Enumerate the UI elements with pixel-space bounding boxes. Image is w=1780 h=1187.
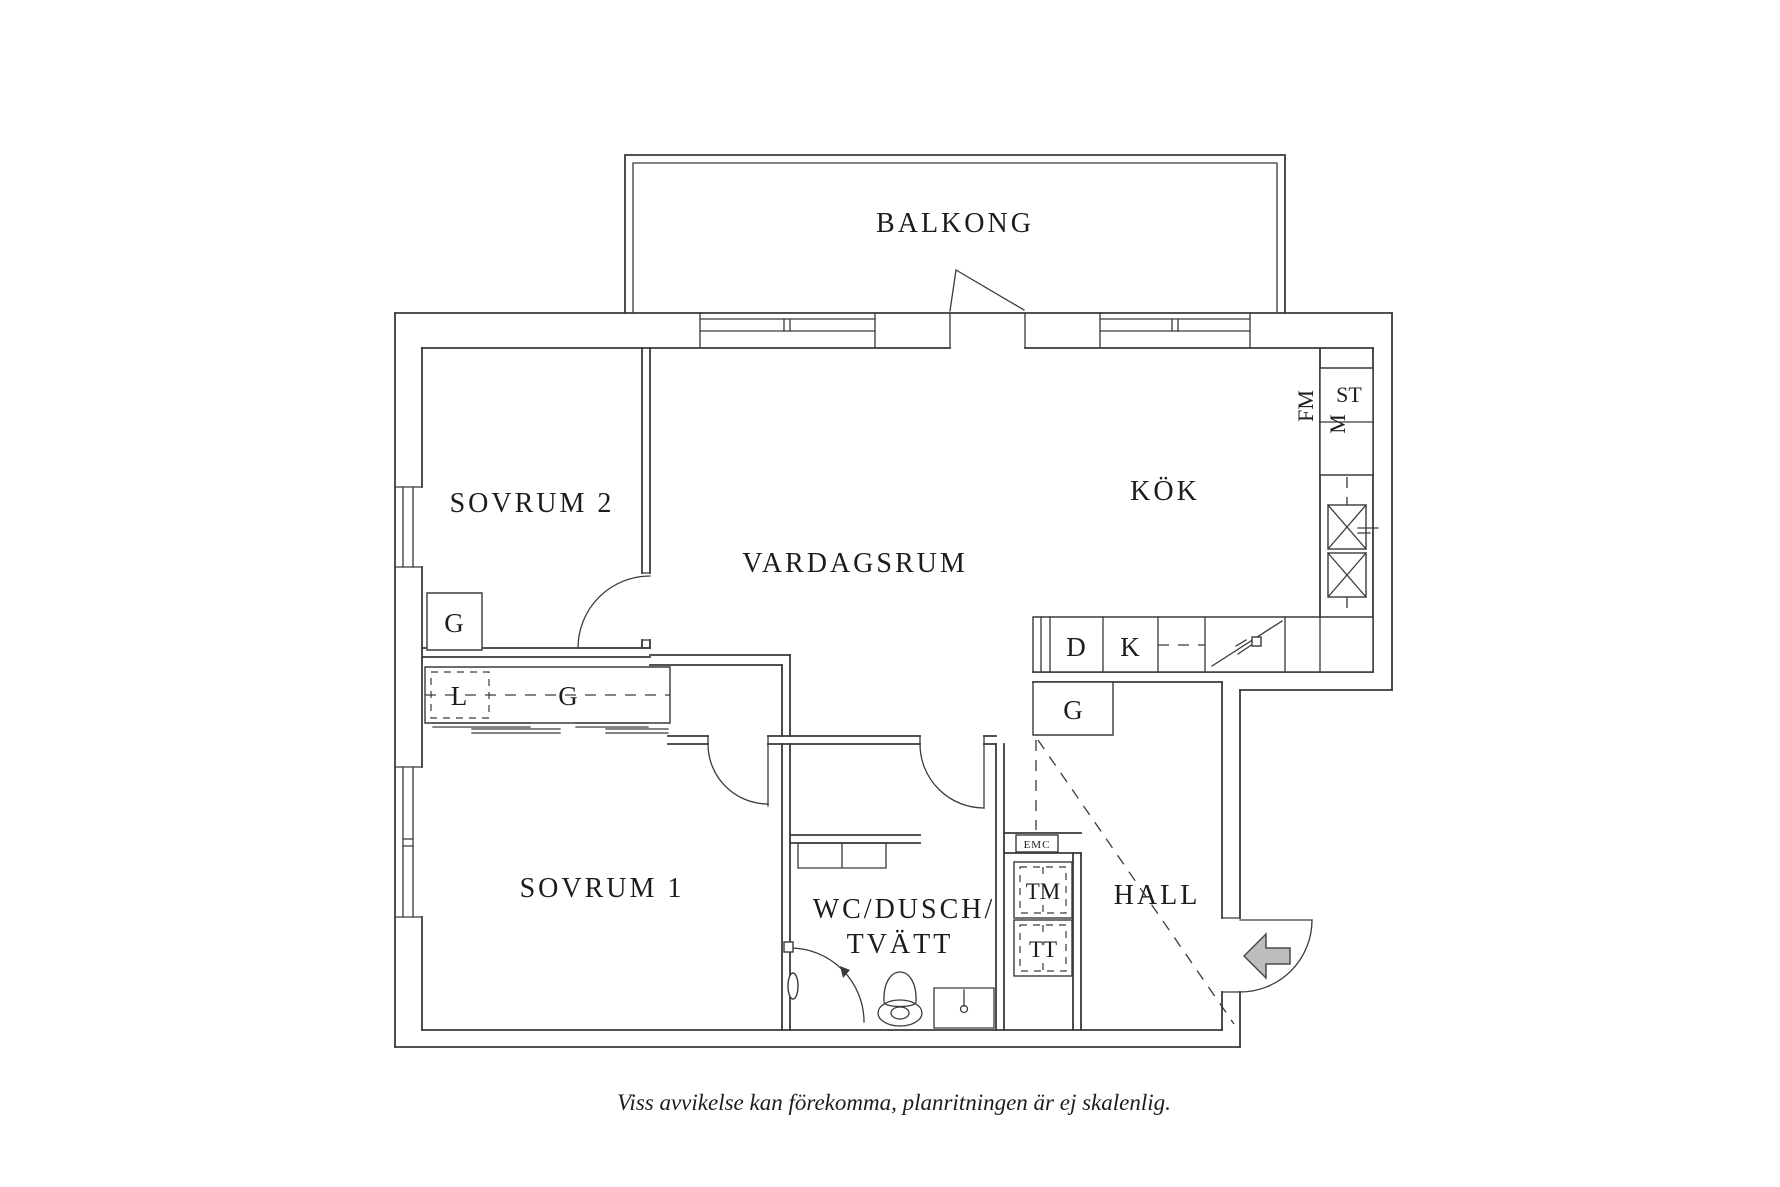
room-label-balkong: BALKONG	[876, 208, 1034, 239]
shower-curtain	[783, 941, 865, 1023]
entrance-door	[1239, 919, 1313, 993]
room-label-vardagsrum: VARDAGSRUM	[742, 548, 968, 579]
interior-walls	[649, 654, 1005, 1031]
label-flakt-micro: FM	[1293, 390, 1318, 422]
label-torktumlare: TT	[1029, 937, 1057, 962]
label-garderob-row: G	[558, 681, 578, 711]
label-stad: ST	[1336, 382, 1362, 407]
balcony-outline	[624, 154, 1286, 314]
caption-disclaimer: Viss avvikelse kan förekomma, planritnin…	[617, 1090, 1171, 1115]
entrance-arrow-icon	[1242, 932, 1291, 980]
room-label-hall: HALL	[1114, 880, 1201, 911]
balcony-door	[949, 268, 1026, 349]
room-label-sovrum2: SOVRUM 2	[450, 488, 615, 519]
label-kyl: K	[1120, 632, 1140, 662]
kitchen-tall-cabinets	[1319, 347, 1379, 618]
living-room-window	[699, 312, 876, 349]
wc-door	[919, 743, 985, 809]
room-label-kok: KÖK	[1130, 476, 1200, 507]
laundry-niche	[1003, 832, 1082, 1031]
toilet	[877, 971, 923, 1027]
kitchen-cabinet-dashes	[1158, 437, 1348, 646]
kitchen-counter	[1032, 616, 1374, 673]
bedroom2-wardrobe	[426, 592, 483, 651]
label-garderob-sovrum2: G	[444, 608, 464, 638]
washbasin	[933, 987, 995, 1029]
bedroom2-door	[577, 575, 651, 649]
label-tvattmaskin: TM	[1026, 879, 1061, 904]
closet-row	[424, 666, 671, 734]
bedroom1-window	[394, 766, 423, 918]
bedroom1-door	[707, 743, 769, 807]
bedroom2-window	[394, 486, 423, 568]
label-micro: M	[1325, 414, 1350, 434]
label-diskmaskin: D	[1066, 632, 1086, 662]
room-label-wc-line2: TVÄTT	[847, 929, 954, 960]
hall-wardrobe	[1032, 681, 1114, 736]
room-label-sovrum1: SOVRUM 1	[520, 873, 685, 904]
kitchen-window	[1099, 312, 1251, 349]
label-emc: EMC	[1024, 839, 1051, 851]
room-label-wc-line1: WC/DUSCH/	[813, 894, 996, 925]
label-linne: L	[451, 681, 468, 711]
hall-dashed-lines	[1035, 739, 1235, 1025]
label-garderob-hall: G	[1063, 695, 1083, 725]
